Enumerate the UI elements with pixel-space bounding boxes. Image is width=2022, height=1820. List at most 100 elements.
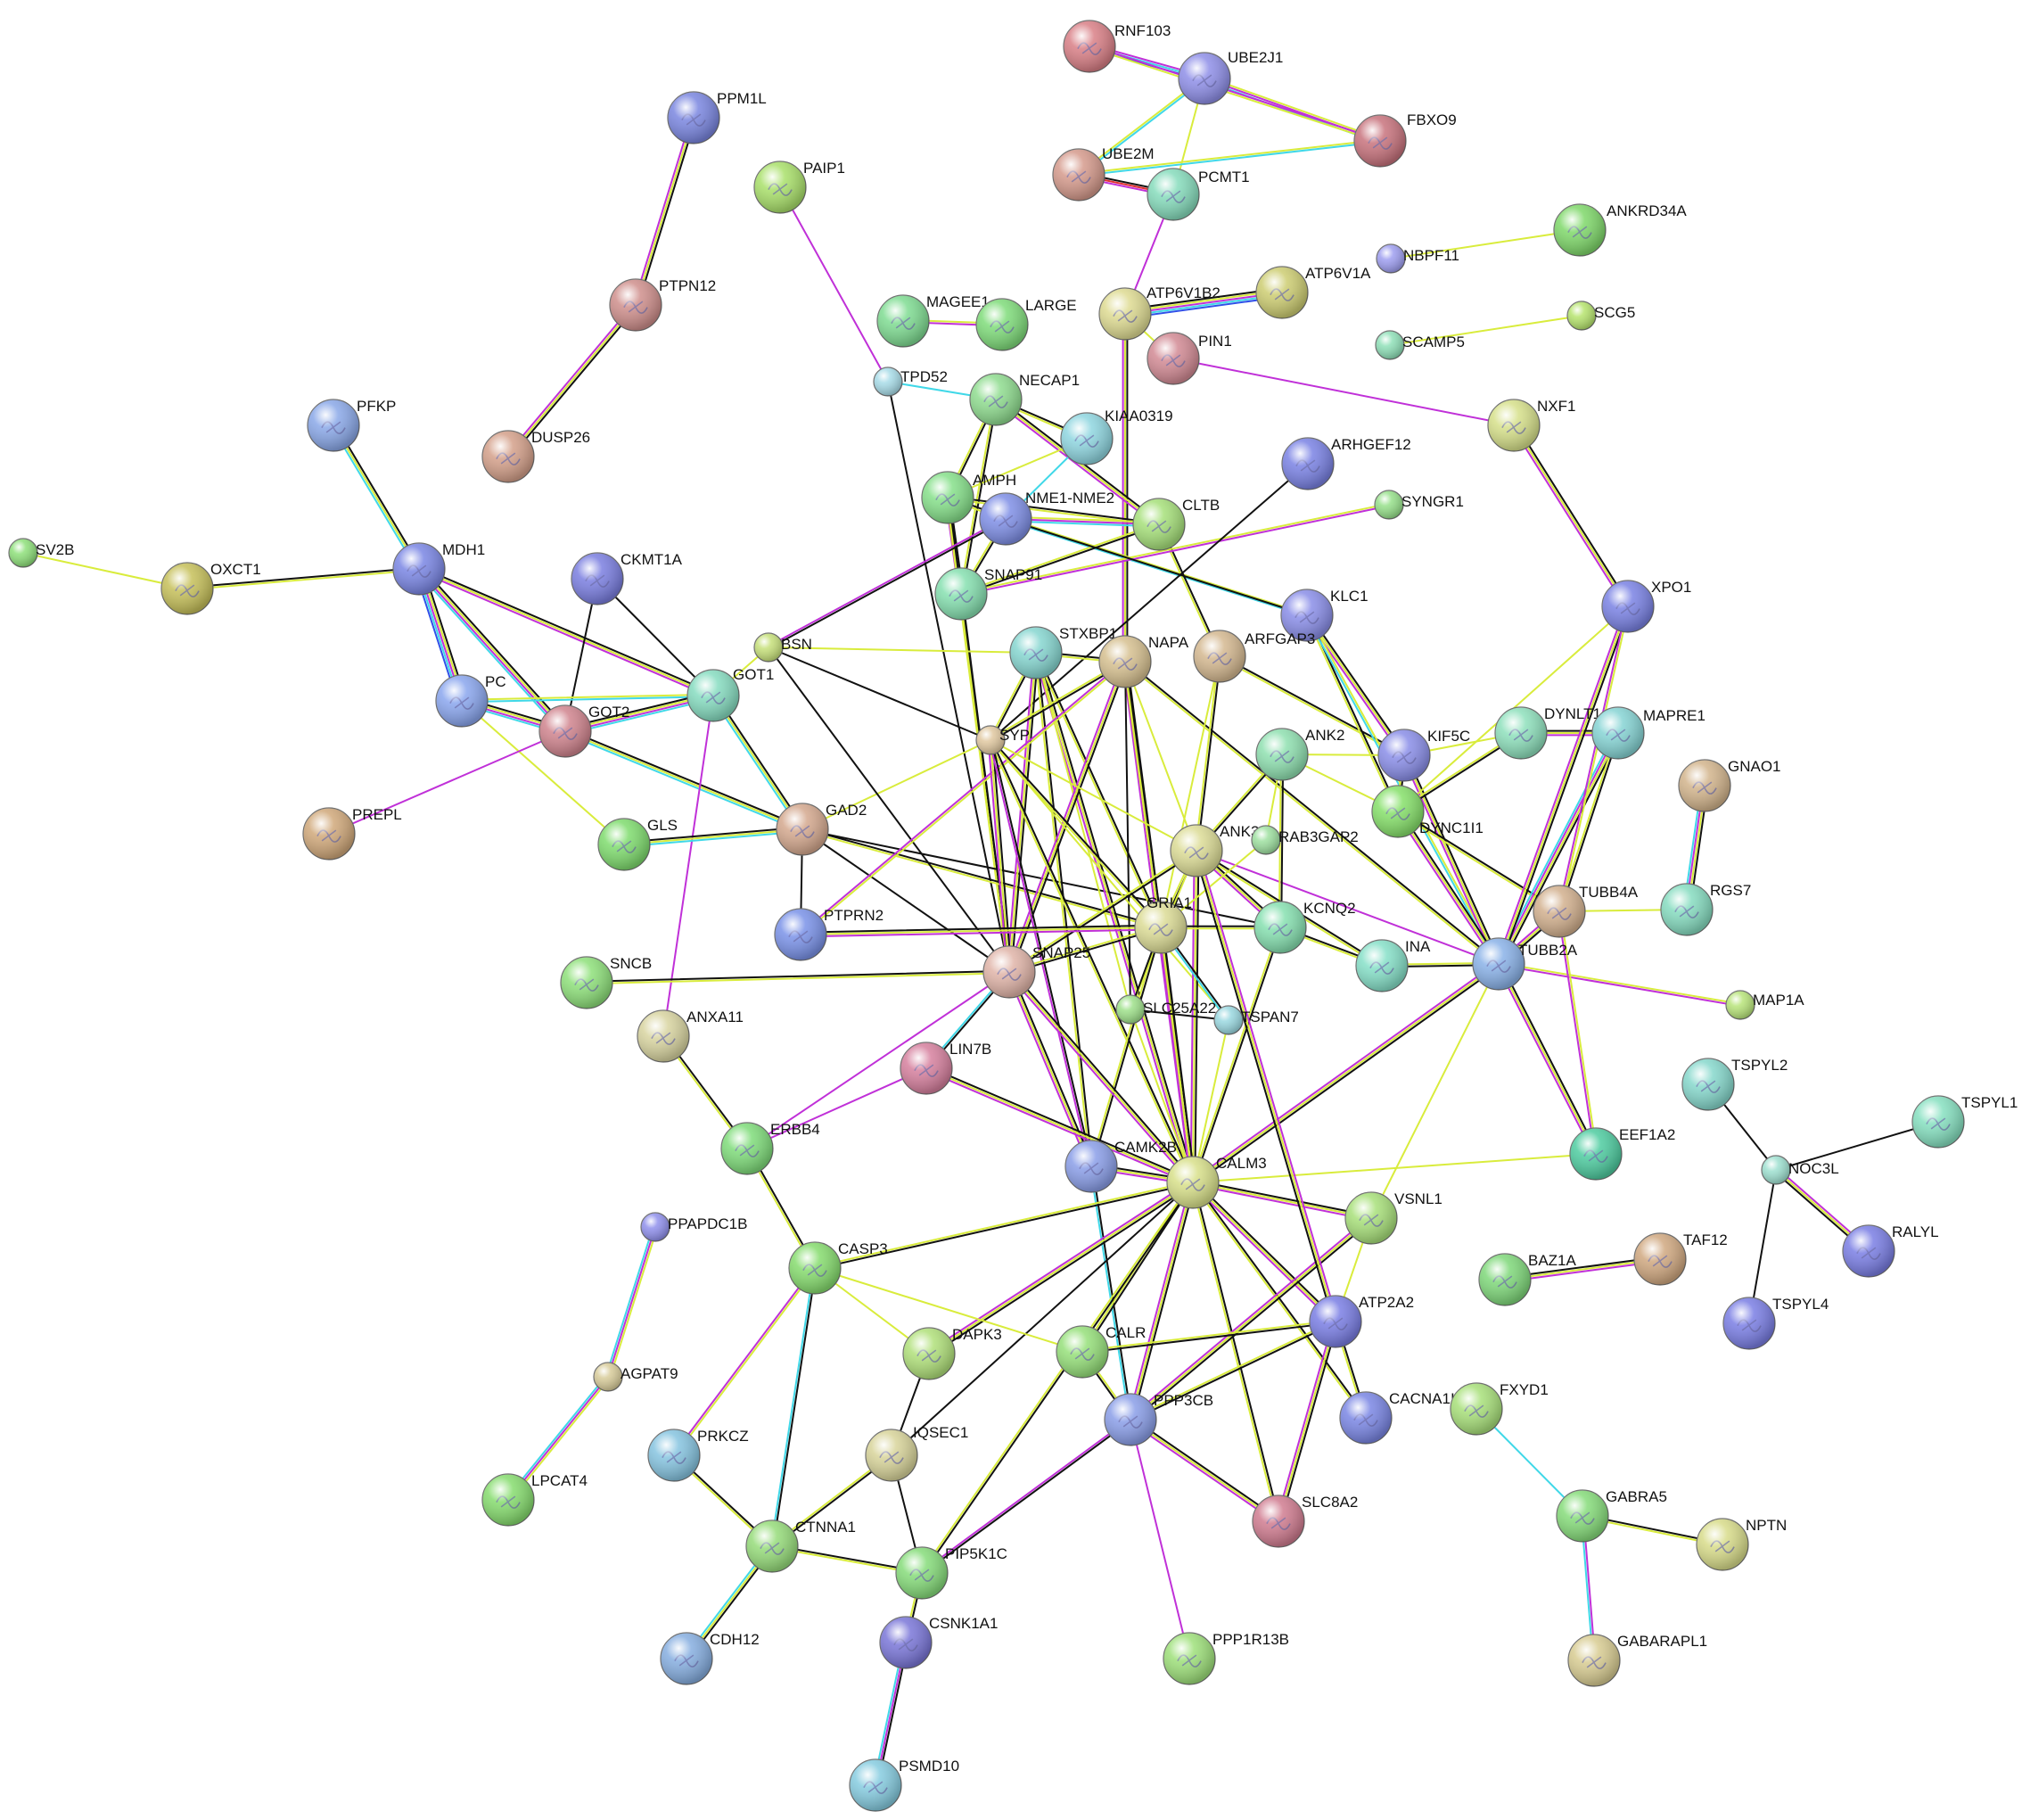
node-casp3[interactable]: CASP3 [788,1240,888,1295]
node-amph[interactable]: AMPH [921,471,1016,524]
node-slc8a2[interactable]: SLC8A2 [1252,1494,1358,1548]
node-stxbp1[interactable]: STXBP1 [1009,625,1117,679]
node-ctnna1[interactable]: CTNNA1 [745,1519,856,1573]
node-ank2[interactable]: ANK2 [1255,727,1344,781]
node-pcmt1[interactable]: PCMT1 [1147,168,1250,221]
node-tspyl2[interactable]: TSPYL2 [1681,1057,1788,1111]
node-csnk1a1[interactable]: CSNK1A1 [879,1615,998,1669]
node-fxyd1[interactable]: FXYD1 [1450,1381,1549,1436]
node-ckmt1a[interactable]: CKMT1A [571,551,683,605]
node-nptn[interactable]: NPTN [1696,1517,1787,1571]
node-gls[interactable]: GLS [597,817,678,871]
node-dusp26[interactable]: DUSP26 [481,429,590,483]
node-snap25[interactable]: SNAP25 [982,944,1090,999]
node-gabra5[interactable]: GABRA5 [1556,1488,1667,1543]
node-got1[interactable]: GOT1 [686,666,774,722]
node-ptprn2[interactable]: PTPRN2 [774,907,884,961]
node-arfgap3[interactable]: ARFGAP3 [1193,630,1315,683]
node-slc25a22[interactable]: SLC25A22 [1115,994,1216,1025]
node-arhgef12[interactable]: ARHGEF12 [1281,436,1411,490]
node-necap1[interactable]: NECAP1 [969,372,1080,426]
node-got2[interactable]: GOT2 [538,704,629,758]
node-nxf1[interactable]: NXF1 [1487,398,1575,452]
node-nbpf11[interactable]: NBPF11 [1376,243,1459,274]
node-vsnl1[interactable]: VSNL1 [1344,1190,1443,1245]
node-cdh12[interactable]: CDH12 [660,1631,760,1685]
node-bsn[interactable]: BSN [753,632,812,663]
node-calm3[interactable]: CALM3 [1166,1155,1267,1209]
node-nme1-nme2[interactable]: NME1-NME2 [979,490,1114,546]
node-klc1[interactable]: KLC1 [1280,588,1369,642]
node-kiaa0319[interactable]: KIAA0319 [1060,408,1173,465]
node-syngr1[interactable]: SYNGR1 [1374,490,1464,520]
node-magee1[interactable]: MAGEE1 [876,293,990,348]
node-prkcz[interactable]: PRKCZ [647,1428,749,1482]
node-tspyl4[interactable]: TSPYL4 [1722,1296,1829,1350]
node-calr[interactable]: CALR [1056,1324,1146,1379]
node-agpat9[interactable]: AGPAT9 [593,1362,678,1392]
node-tubb2a[interactable]: TUBB2A [1472,937,1578,991]
node-gria1[interactable]: GRIA1 [1134,894,1192,954]
node-noc3l[interactable]: NOC3L [1761,1155,1839,1185]
node-paip1[interactable]: PAIP1 [753,160,845,214]
node-rnf103[interactable]: RNF103 [1063,20,1171,73]
node-dapk3[interactable]: DAPK3 [902,1326,1002,1380]
node-gnao1[interactable]: GNAO1 [1678,758,1781,812]
node-anxa11[interactable]: ANXA11 [637,1009,744,1063]
node-psmd10[interactable]: PSMD10 [849,1758,959,1812]
node-ppp3cb[interactable]: PPP3CB [1104,1392,1213,1446]
node-oxct1[interactable]: OXCT1 [160,561,261,615]
node-large[interactable]: LARGE [975,297,1077,351]
node-ppapdc1b[interactable]: PPAPDC1B [640,1212,747,1242]
node-ralyl[interactable]: RALYL [1842,1223,1939,1278]
node-iqsec1[interactable]: IQSEC1 [865,1424,968,1482]
node-atp6v1a[interactable]: ATP6V1A [1255,265,1371,319]
node-ube2j1[interactable]: UBE2J1 [1178,49,1283,105]
node-prepl[interactable]: PREPL [302,806,402,861]
node-gabarapl1[interactable]: GABARAPL1 [1567,1633,1707,1687]
node-cltb[interactable]: CLTB [1132,497,1220,551]
node-tspan7[interactable]: TSPAN7 [1213,1005,1299,1035]
node-dync1i1[interactable]: DYNC1I1 [1371,785,1484,838]
node-lpcat4[interactable]: LPCAT4 [481,1472,588,1527]
node-ank3[interactable]: ANK3 [1170,823,1259,877]
node-rgs7[interactable]: RGS7 [1660,882,1751,936]
node-eef1a2[interactable]: EEF1A2 [1569,1126,1675,1181]
node-kif5c[interactable]: KIF5C [1377,728,1470,782]
node-syp[interactable]: SYP [975,725,1030,755]
node-scg5[interactable]: SCG5 [1566,301,1635,331]
node-ppp1r13b[interactable]: PPP1R13B [1163,1631,1289,1685]
node-fbxo9[interactable]: FBXO9 [1353,111,1457,168]
node-rab3gap2[interactable]: RAB3GAP2 [1251,825,1359,855]
node-tpd52[interactable]: TPD52 [873,366,948,397]
node-sncb[interactable]: SNCB [560,955,652,1009]
node-mapre1[interactable]: MAPRE1 [1591,706,1706,760]
node-napa[interactable]: NAPA [1098,634,1189,688]
node-ppm1l[interactable]: PPM1L [667,90,767,144]
node-tspyl1[interactable]: TSPYL1 [1911,1094,2018,1149]
node-mdh1[interactable]: MDH1 [392,541,485,596]
node-atp2a2[interactable]: ATP2A2 [1309,1294,1414,1348]
node-ankrd34a[interactable]: ANKRD34A [1553,202,1687,257]
node-dynlt1[interactable]: DYNLT1 [1494,705,1601,760]
node-lin7b[interactable]: LIN7B [900,1041,991,1095]
node-snap91[interactable]: SNAP91 [934,566,1042,621]
node-scamp5[interactable]: SCAMP5 [1375,330,1465,360]
node-map1a[interactable]: MAP1A [1725,990,1804,1020]
node-atp6v1b2[interactable]: ATP6V1B2 [1098,284,1221,341]
node-tubb4a[interactable]: TUBB4A [1533,884,1639,938]
node-ube2m[interactable]: UBE2M [1052,145,1155,202]
node-xpo1[interactable]: XPO1 [1601,579,1691,633]
node-erbb4[interactable]: ERBB4 [720,1121,820,1175]
node-ptpn12[interactable]: PTPN12 [609,277,716,332]
node-pfkp[interactable]: PFKP [307,398,396,452]
node-cacna1i[interactable]: CACNA1I [1339,1390,1455,1445]
node-gad2[interactable]: GAD2 [776,802,867,856]
node-ina[interactable]: INA [1355,938,1431,992]
node-pc[interactable]: PC [435,673,506,728]
node-kcnq2[interactable]: KCNQ2 [1253,900,1356,954]
node-pin1[interactable]: PIN1 [1147,332,1232,385]
node-camk2b[interactable]: CAMK2B [1064,1139,1177,1193]
node-taf12[interactable]: TAF12 [1633,1231,1728,1286]
node-sv2b[interactable]: SV2B [8,538,74,568]
